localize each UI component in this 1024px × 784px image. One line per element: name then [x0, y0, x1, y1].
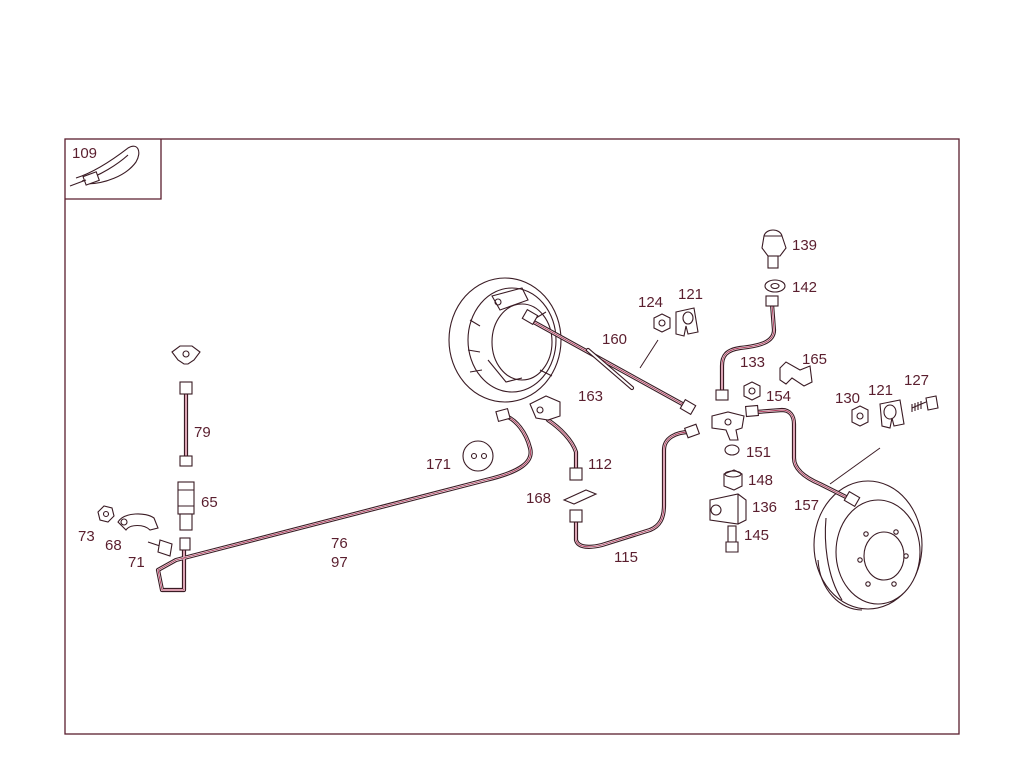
nut-151 [724, 444, 740, 456]
clip-121-upper [675, 307, 699, 337]
label-121-upper: 121 [678, 286, 703, 303]
label-79: 79 [194, 424, 211, 441]
pipe-fittings [179, 295, 861, 551]
t-piece-distributor [711, 411, 745, 441]
label-97: 97 [331, 554, 348, 571]
label-127: 127 [904, 372, 929, 389]
label-115: 115 [614, 549, 638, 566]
label-124: 124 [638, 294, 663, 311]
label-109: 109 [72, 145, 97, 162]
label-65: 65 [201, 494, 218, 511]
bolt-71 [147, 539, 173, 557]
nut-73 [97, 505, 115, 523]
bolt-145 [725, 525, 739, 553]
leader-157 [829, 447, 881, 485]
label-165: 165 [802, 351, 827, 368]
label-142: 142 [792, 279, 817, 296]
dust-cap-79 [171, 345, 201, 365]
label-154: 154 [766, 388, 791, 405]
clip-121-lower [879, 399, 905, 429]
nut-130 [851, 405, 869, 427]
nut-154 [743, 381, 761, 401]
brake-pipe-76-97 [155, 413, 533, 593]
label-171: 171 [426, 456, 451, 473]
label-68: 68 [105, 537, 122, 554]
brake-pipe-160 [527, 317, 689, 409]
label-157: 157 [794, 497, 819, 514]
cap-nut-148 [723, 469, 743, 491]
label-163: 163 [578, 388, 603, 405]
rear-brake-drum [813, 480, 923, 611]
label-136: 136 [752, 499, 777, 516]
bracket-165 [779, 361, 813, 387]
leader-160 [639, 339, 659, 369]
brake-pipe-133 [719, 301, 777, 395]
brake-pipe-115 [573, 429, 693, 549]
label-112: 112 [588, 456, 612, 473]
diagram-frame [64, 138, 960, 735]
label-139: 139 [792, 237, 817, 254]
label-168: 168 [526, 490, 551, 507]
connector-65 [177, 481, 195, 531]
label-148: 148 [748, 472, 773, 489]
label-133: 133 [740, 354, 765, 371]
label-130: 130 [835, 390, 860, 407]
label-145: 145 [744, 527, 769, 544]
label-76: 76 [331, 535, 348, 552]
label-73: 73 [78, 528, 95, 545]
cable-tie-109 [69, 145, 140, 187]
clamp-68 [117, 513, 159, 531]
label-71: 71 [128, 554, 145, 571]
brake-pipe-157 [753, 407, 851, 501]
washer-142 [764, 279, 786, 293]
label-160: 160 [602, 331, 627, 348]
nut-124 [653, 313, 671, 333]
bleeder-valve-139 [761, 229, 787, 269]
pipe-bracket-112 [529, 395, 561, 421]
inset-box-109 [65, 139, 162, 200]
rear-brake-backing-plate [448, 277, 562, 403]
label-121-lower: 121 [868, 382, 893, 399]
pressure-block-136 [709, 493, 747, 525]
brake-pipe-112 [545, 417, 579, 473]
clip-168 [562, 489, 598, 505]
grommet-171 [462, 440, 494, 472]
bolt-127 [911, 395, 939, 412]
rod-163 [585, 347, 635, 391]
label-151: 151 [746, 444, 771, 461]
